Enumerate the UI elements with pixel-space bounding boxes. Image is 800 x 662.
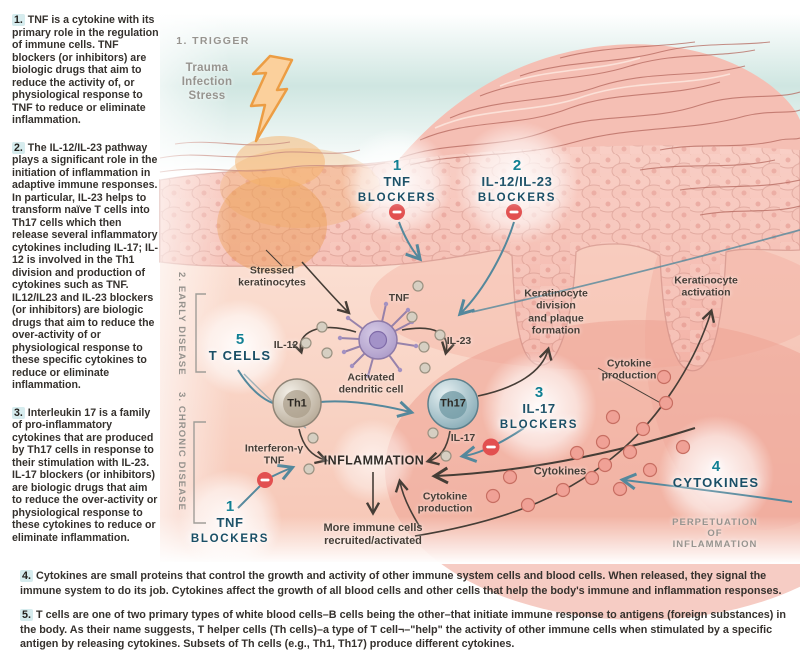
note-3-text: Interleukin 17 is a family of pro-inflam…	[12, 406, 158, 544]
callout-label: T CELLS	[208, 348, 272, 364]
note-5-text: T cells are one of two primary types of …	[20, 609, 786, 651]
label-perpetuation: PERPETUATION OF INFLAMMATION	[672, 517, 758, 551]
label-keratinocyte-division: Keratinocyte division and plaque formati…	[524, 287, 588, 337]
note-4: 4. Cytokines are small proteins that con…	[20, 569, 792, 598]
blocked-icon	[257, 472, 273, 488]
arrows-dark	[265, 249, 716, 537]
note-1-text: TNF is a cytokine with its primary role …	[12, 14, 159, 126]
callout-t-cells: 5 T CELLS	[209, 331, 272, 365]
label-more-immune-cells: More immune cells recruited/activated	[323, 522, 423, 547]
label-stressed-keratinocytes: Stressed keratinocytes	[238, 264, 306, 289]
label-il12: IL-12	[273, 338, 299, 351]
label-cytokine-production-right: Cytokine production	[601, 357, 657, 382]
label-trigger-causes: Trauma Infection Stress	[181, 61, 233, 103]
cytokine-dots-pink	[485, 369, 691, 513]
blocked-icons	[257, 204, 522, 488]
callout-line2: BLOCKERS	[477, 192, 557, 205]
blocked-icon	[506, 204, 522, 220]
callout-label: CYTOKINES	[672, 475, 760, 491]
note-2-num: 2.	[12, 141, 25, 154]
note-4-num: 4.	[20, 570, 34, 582]
label-il17-small: IL-17	[450, 431, 476, 444]
callout-tnf-blockers-bottom: 1 TNF BLOCKERS	[191, 498, 269, 548]
callout-num: 5	[235, 330, 245, 348]
callout-il1223-blockers: 2 IL-12/IL-23 BLOCKERS	[478, 157, 556, 207]
stage-chronic-label: 3. CHRONIC DISEASE	[176, 392, 187, 512]
note-5: 5. T cells are one of two primary types …	[20, 608, 792, 652]
fade-left	[160, 14, 230, 562]
note-4-text: Cytokines are small proteins that contro…	[20, 570, 782, 597]
note-1-num: 1.	[12, 14, 25, 26]
callout-num: 1	[392, 157, 402, 175]
note-3: 3. Interleukin 17 is a family of pro-inf…	[12, 406, 160, 545]
label-cytokine-production-mid: Cytokine production	[417, 490, 473, 515]
note-1: 1. TNF is a cytokine with its primary ro…	[12, 14, 160, 127]
label-trigger-stage: 1. TRIGGER	[176, 34, 250, 47]
callout-num: 2	[512, 157, 522, 175]
note-5-num: 5.	[20, 609, 34, 622]
callout-line2: BLOCKERS	[357, 192, 437, 205]
dendritic-cell	[337, 301, 419, 379]
callout-cytokines: 4 CYTOKINES	[673, 458, 759, 492]
stage-brackets	[193, 293, 206, 524]
note-2: 2. The IL-12/IL-23 pathway plays a signi…	[12, 141, 160, 392]
label-keratinocyte-activation: Keratinocyte activation	[674, 274, 738, 299]
callout-num: 1	[225, 498, 235, 516]
sidebar-notes: 1. TNF is a cytokine with its primary ro…	[12, 14, 160, 559]
lightning-icon	[249, 54, 294, 143]
callout-line1: TNF	[383, 174, 411, 190]
label-interferon-tnf: Interferon-γ TNF	[244, 442, 304, 467]
callout-line2: BLOCKERS	[190, 533, 270, 546]
label-cytokines-small: Cytokines	[533, 465, 587, 478]
th17-cell	[427, 378, 479, 430]
note-3-num: 3.	[12, 406, 25, 419]
callout-line1: IL-12/IL-23	[481, 174, 553, 190]
cytokine-dots-grey	[300, 280, 452, 475]
stage-early-label: 2. EARLY DISEASE	[176, 272, 187, 376]
label-inflammation: INFLAMMATION	[323, 453, 425, 468]
label-th17: Th17	[440, 397, 466, 410]
label-th1: Th1	[287, 397, 307, 410]
callout-line1: TNF	[216, 515, 244, 531]
th1-cell	[272, 378, 322, 428]
callout-line2: BLOCKERS	[499, 419, 579, 432]
blocked-icon	[389, 204, 405, 220]
callout-tnf-blockers-top: 1 TNF BLOCKERS	[358, 157, 436, 207]
label-il23: IL-23	[446, 334, 472, 347]
label-dendritic-cell: Acitvated dendritic cell	[338, 371, 404, 396]
footnotes: 4. Cytokines are small proteins that con…	[20, 569, 792, 662]
callout-line1: IL-17	[522, 401, 556, 417]
callout-num: 3	[534, 384, 544, 402]
note-2-text: The IL-12/IL-23 pathway plays a signific…	[12, 141, 158, 392]
callout-num: 4	[711, 457, 721, 475]
callout-il17-blockers: 3 IL-17 BLOCKERS	[500, 384, 578, 434]
blocked-icon	[482, 438, 500, 456]
label-tnf: TNF	[388, 291, 410, 304]
